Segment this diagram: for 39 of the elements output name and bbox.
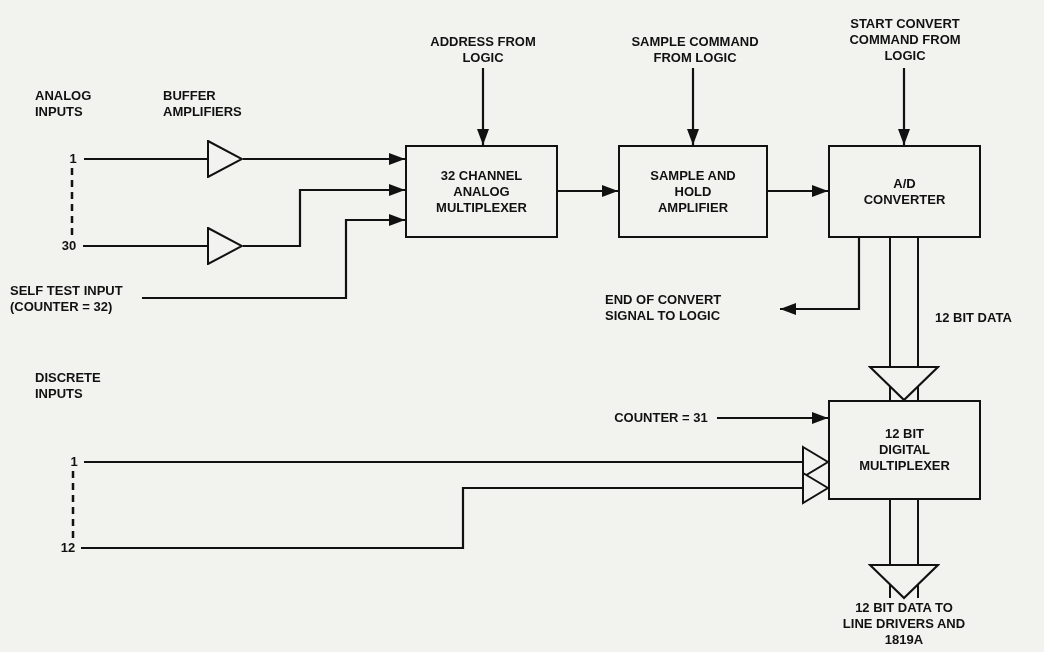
dashed-line <box>71 471 75 539</box>
signal-label: 1 <box>62 150 84 168</box>
process-box: 12 BIT DIGITAL MULTIPLEXER <box>828 400 981 500</box>
signal-label: START CONVERT COMMAND FROM LOGIC <box>822 12 988 68</box>
text-label: ANALOG INPUTS <box>35 88 93 120</box>
arrow <box>558 185 618 197</box>
bus-arrow <box>868 500 940 600</box>
signal-label: 12 BIT DATA TO LINE DRIVERS AND 1819A <box>829 598 979 650</box>
signal-label: COUNTER = 31 <box>605 409 717 427</box>
bus-arrow <box>868 238 940 402</box>
arrow <box>84 446 829 478</box>
process-box: 32 CHANNEL ANALOG MULTIPLEXER <box>405 145 558 238</box>
arrow <box>477 68 489 145</box>
arrow <box>81 472 829 550</box>
arrow <box>768 185 828 197</box>
signal-line <box>83 244 207 248</box>
signal-label: 12 <box>55 539 81 557</box>
text-label: DISCRETE INPUTS <box>35 370 102 402</box>
signal-label: ADDRESS FROM LOGIC <box>428 32 538 68</box>
signal-label: 30 <box>55 237 83 255</box>
arrow <box>142 214 405 300</box>
amplifier-symbol <box>207 227 243 265</box>
signal-line <box>84 157 207 161</box>
process-box: SAMPLE AND HOLD AMPLIFIER <box>618 145 768 238</box>
arrow <box>243 153 405 165</box>
signal-label: SAMPLE COMMAND FROM LOGIC <box>605 32 785 68</box>
edge-label: 12 BIT DATA <box>935 310 1012 326</box>
amplifier-symbol <box>207 140 243 178</box>
arrow <box>780 238 861 315</box>
arrow <box>898 68 910 145</box>
process-box: A/D CONVERTER <box>828 145 981 238</box>
arrow <box>717 412 828 424</box>
signal-label: SELF TEST INPUT (COUNTER = 32) <box>10 282 142 316</box>
text-label: BUFFER AMPLIFIERS <box>163 88 243 120</box>
signal-label: END OF CONVERT SIGNAL TO LOGIC <box>605 290 780 326</box>
dashed-line <box>70 168 74 237</box>
arrow <box>687 68 699 145</box>
arrow <box>243 184 405 248</box>
signal-label: 1 <box>64 453 84 471</box>
